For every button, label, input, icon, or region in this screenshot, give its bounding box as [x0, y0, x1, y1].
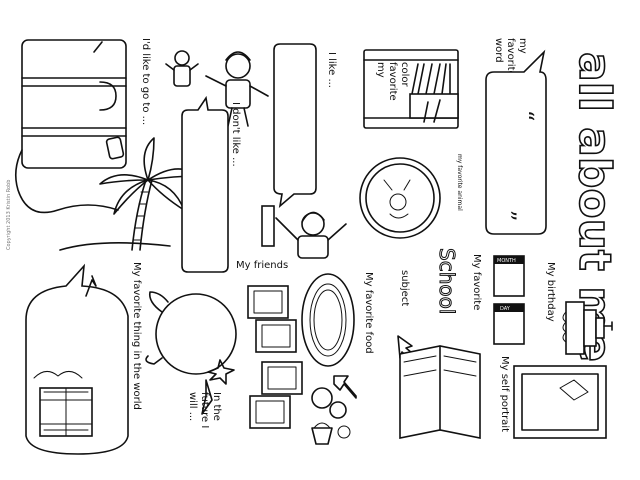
kid-illustration-top	[205, 51, 269, 127]
month-label: MONTH	[497, 258, 516, 264]
prompt-favorite-word-line3: word	[493, 38, 504, 63]
prompt-favorite-color-line1: my	[375, 62, 386, 78]
food-items-illustration	[311, 387, 351, 445]
prompt-favorite-animal: my favorite animal	[456, 154, 463, 211]
prompt-like: I like ...	[326, 52, 337, 88]
self-portrait-frame[interactable]	[513, 365, 607, 439]
prompt-self-portrait: My self portrait	[499, 356, 510, 432]
palm-tree-illustration	[59, 137, 199, 251]
friends-photo-frames[interactable]	[247, 285, 303, 429]
kid-waving-illustration	[261, 205, 347, 259]
close-quote-icon: ”	[494, 210, 519, 221]
birthday-cake-illustration	[562, 301, 613, 355]
favorite-animal-frame[interactable]	[359, 157, 441, 239]
copyright-text: Copyright 2013 Kristin Robb	[6, 180, 12, 250]
treasure-chest-illustration	[33, 371, 93, 437]
prompt-favorite-subject-line2: subject	[399, 270, 410, 306]
open-book-illustration[interactable]	[399, 345, 481, 439]
prompt-friends: My friends	[236, 260, 288, 271]
prompt-future-line2: future I	[199, 392, 210, 428]
like-bubble[interactable]	[273, 43, 317, 209]
crayon-box-illustration	[363, 49, 459, 129]
prompt-birthday: My birthday	[545, 262, 556, 322]
magic-wand-icon	[207, 359, 235, 385]
open-quote-icon: “	[512, 110, 537, 121]
arrow-to-food-icon	[333, 375, 357, 399]
prompt-favorite-thing: My favorite thing in the world	[131, 262, 142, 410]
day-label: DAY	[500, 306, 511, 312]
prompt-favorite-subject-line1: My favorite	[471, 254, 482, 310]
prompt-dont-like: I don't like ...	[230, 102, 241, 167]
birthday-day-box[interactable]: DAY	[493, 303, 525, 345]
birthday-month-box[interactable]: MONTH	[493, 255, 525, 297]
prompt-favorite-food: My favorite food	[363, 272, 374, 354]
school-word: School	[435, 248, 459, 314]
prompt-future-line3: will ...	[187, 392, 198, 421]
favorite-food-plate[interactable]	[301, 273, 355, 367]
prompt-favorite-word-line2: favorite	[505, 38, 516, 77]
suitcase-illustration	[14, 39, 127, 214]
prompt-like-to-go: I'd like to go to ...	[140, 38, 151, 125]
prompt-favorite-color-line2: favorite	[387, 62, 398, 101]
girl-illustration	[165, 50, 199, 87]
prompt-future-line1: In the	[211, 392, 222, 421]
prompt-favorite-word-line1: my	[517, 38, 528, 54]
prompt-favorite-color-line3: color	[399, 62, 410, 88]
favorite-word-speech-bubble[interactable]: “ ”	[485, 49, 547, 235]
future-crystal-ball[interactable]	[145, 291, 237, 415]
dont-like-bubble[interactable]	[181, 95, 229, 273]
